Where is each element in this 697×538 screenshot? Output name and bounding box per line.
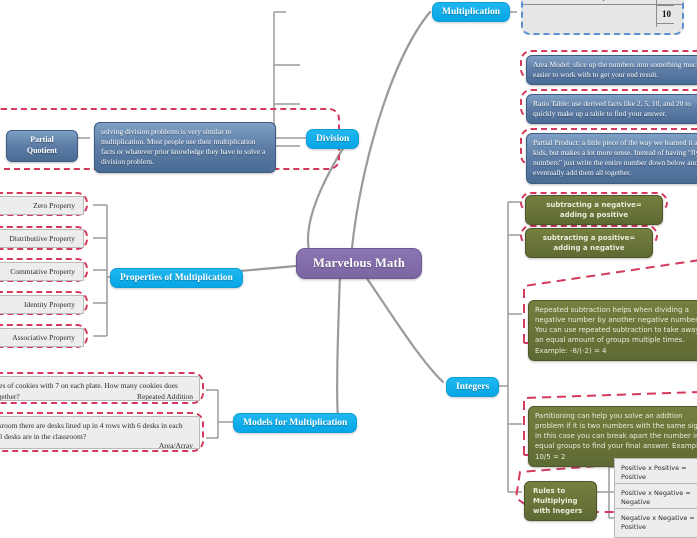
node-partial-quotient-label: Partial Quotient (26, 135, 58, 155)
property-item-identity-label: Identity Property (23, 300, 75, 309)
derived-facts-underline-2 (656, 23, 674, 24)
property-item-commutative-label: Commtative Property (10, 267, 75, 276)
note-ratio-table[interactable]: Ratio Table: use derived facts like 2, 5… (526, 94, 697, 125)
branch-properties-label: Properties of Multiplication (120, 273, 233, 283)
derived-facts-underline (656, 5, 674, 6)
integer-rules-node[interactable]: Rules to Multiplying with Inegers (524, 481, 597, 522)
integer-note-repeated-subtraction[interactable]: Repeated subtraction helps when dividing… (528, 300, 697, 361)
derived-facts-table-header-row (523, 0, 682, 5)
branch-multiplication[interactable]: Multiplication (432, 2, 511, 22)
integer-chip-subtracting-positive[interactable]: subtracting a positive= adding a negativ… (525, 228, 653, 259)
integer-note-partitioning[interactable]: Partitioning can help you solve an addti… (528, 406, 697, 467)
integer-rules-node-label: Rules to Multiplying with Inegers (533, 487, 583, 516)
property-item-distributive[interactable]: Distributiive Property (0, 229, 84, 248)
integer-rule-pos-pos-text: Positive x Positive = Positive (621, 464, 687, 482)
note-division-text: solving division problems is very simila… (101, 127, 266, 167)
note-partial-product-text: Partial Product: a little piece of the w… (533, 138, 697, 178)
note-area-model-text: Area Model: slice up the numbers into so… (533, 60, 697, 80)
branch-models-label: Models for Multiplication (243, 418, 348, 428)
model-item-repeated-addition-label: Repeated Addition (136, 392, 193, 401)
property-item-commutative[interactable]: Commtative Property (0, 262, 84, 281)
integer-rule-neg-neg-text: Negative x Negative = Positive (621, 514, 695, 532)
branch-integers-label: Integers (456, 382, 490, 392)
model-item-repeated-addition[interactable]: Ryan has 4 plates of cookies with 7 on e… (0, 376, 200, 401)
property-item-zero[interactable]: Zero Property (0, 196, 84, 215)
property-item-distributive-label: Distributiive Property (9, 234, 75, 243)
note-area-model[interactable]: Area Model: slice up the numbers into so… (526, 55, 697, 86)
derived-facts-table: Derived Facts for Multiplication 5 10 (521, 0, 684, 35)
property-item-identity[interactable]: Identity Property (0, 295, 84, 314)
node-partial-quotient[interactable]: Partial Quotient (6, 130, 78, 162)
derived-facts-cell-2: 10 (662, 9, 671, 19)
model-item-repeated-addition-problem: Ryan has 4 plates of cookies with 7 on e… (0, 381, 178, 401)
property-item-associative[interactable]: Associative Property (0, 328, 84, 347)
integer-note-partitioning-text: Partitioning can help you solve an addti… (535, 412, 697, 461)
property-item-zero-label: Zero Property (33, 201, 75, 210)
model-item-area-array-problem: In Mrs. Smith's classroom there are desk… (0, 421, 183, 441)
note-partial-product[interactable]: Partial Product: a little piece of the w… (526, 133, 697, 184)
branch-integers[interactable]: Integers (446, 377, 500, 397)
note-division[interactable]: solving division problems is very simila… (94, 122, 276, 173)
branch-models-for-multiplication[interactable]: Models for Multiplication (233, 413, 358, 433)
integer-chip-subtracting-positive-label: subtracting a positive= adding a negativ… (542, 234, 636, 253)
derived-facts-cell-1: 5 (665, 0, 670, 1)
integer-rule-neg-neg[interactable]: Negative x Negative = Positive (614, 508, 697, 538)
integer-chip-subtracting-negative[interactable]: subtracting a negative= adding a positiv… (525, 195, 663, 226)
central-node[interactable]: Marvelous Math (296, 248, 423, 279)
derived-facts-table-divider (656, 0, 657, 27)
model-item-area-array-label: Area/Array (158, 441, 193, 449)
property-item-associative-label: Associative Property (12, 333, 75, 342)
integer-rule-pos-neg-text: Positive x Negative = Negative (621, 489, 691, 507)
integer-chip-subtracting-negative-label: subtracting a negative= adding a positiv… (546, 201, 642, 220)
central-node-label: Marvelous Math (313, 256, 406, 270)
branch-properties-of-multiplication[interactable]: Properties of Multiplication (110, 268, 243, 288)
derived-facts-table-title: Derived Facts for Multiplication (527, 0, 630, 1)
integer-note-repeated-subtraction-text: Repeated subtraction helps when dividing… (535, 306, 697, 355)
branch-division-label: Division (316, 134, 350, 144)
model-item-area-array[interactable]: In Mrs. Smith's classroom there are desk… (0, 416, 200, 449)
note-ratio-table-text: Ratio Table: use derived facts like 2, 5… (533, 99, 692, 119)
branch-division[interactable]: Division (306, 129, 360, 149)
branch-multiplication-label: Multiplication (442, 7, 501, 17)
